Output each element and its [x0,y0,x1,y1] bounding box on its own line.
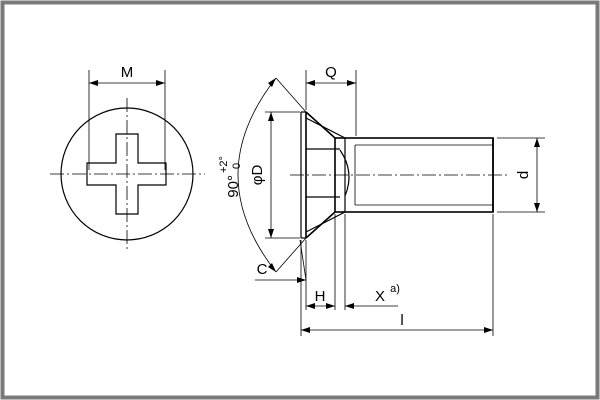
h-arrowheads [306,303,335,309]
cross-recess [86,133,167,215]
c-arrowhead [297,277,306,283]
angle-arrowheads [268,78,276,272]
angle-ext-bottom [275,237,307,273]
recess-cone [339,149,350,197]
label-X-note: a) [390,283,400,295]
x-arrowhead [345,303,354,309]
label-phiD: φD [249,165,266,186]
label-angle-main: 90° [225,175,242,198]
label-angle-minus: 0 [231,163,243,169]
angle-label-group: 90° +2° 0 [218,156,243,198]
angle-arc [237,77,277,273]
d-arrowheads [534,138,540,212]
recess-lines [305,117,346,233]
angle-ext-top [275,77,307,113]
m-arrowheads [89,80,165,86]
label-H: H [315,288,326,305]
label-l: l [400,312,403,329]
label-X: X [375,288,385,305]
screw-side-view: Q d φD 90° +2° 0 C H [218,64,545,336]
label-C: C [257,261,268,278]
label-M: M [121,64,134,81]
label-Q: Q [325,64,337,81]
label-d: d [515,171,532,179]
head-top-view: M [50,64,205,250]
label-angle-plus: +2° [218,156,230,173]
